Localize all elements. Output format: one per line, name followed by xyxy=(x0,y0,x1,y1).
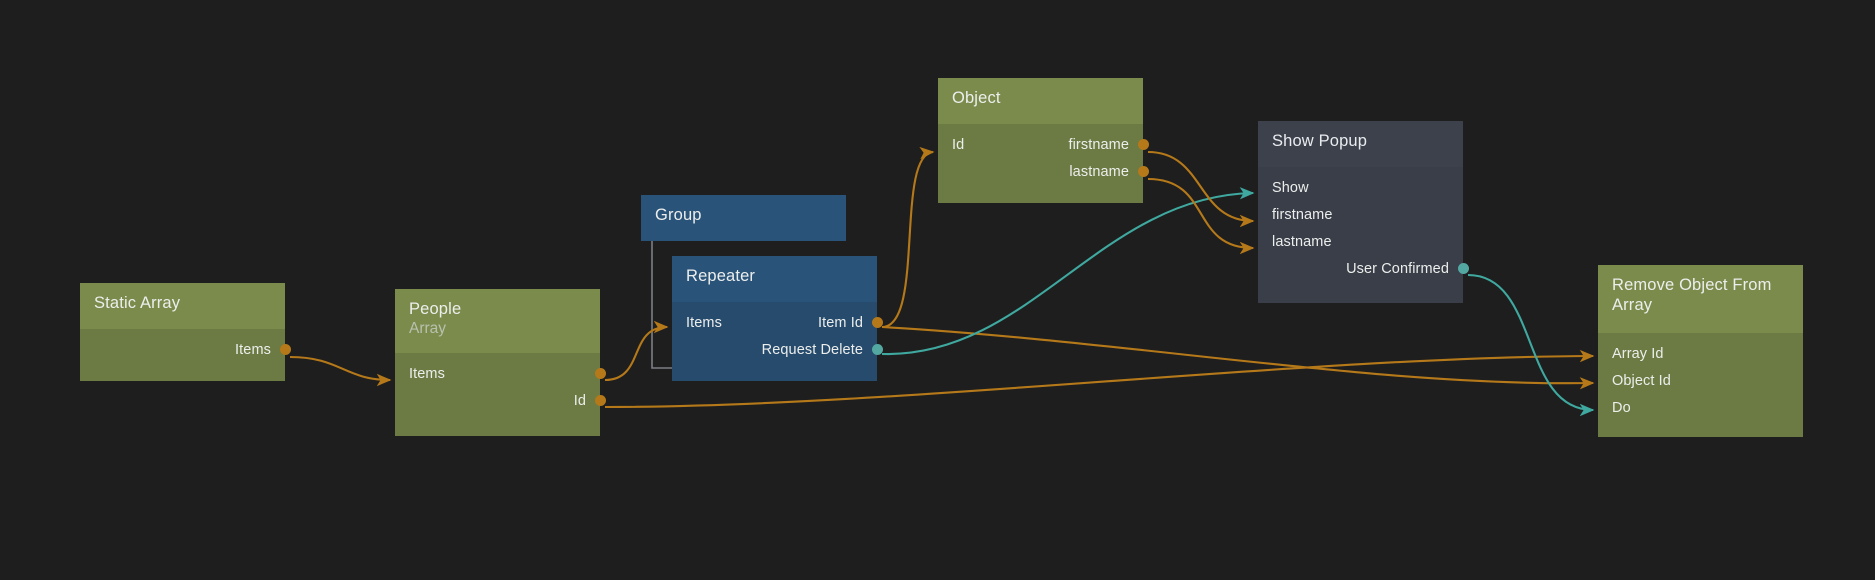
port-label-object-lastname: lastname xyxy=(1069,163,1129,180)
node-repeater-title: Repeater xyxy=(686,267,756,285)
port-label-object-id: Id xyxy=(952,136,965,153)
node-remove-object-from-array-header: Remove Object From Array xyxy=(1598,265,1803,333)
port-dot-object-firstname[interactable] xyxy=(1137,139,1149,150)
port-static-array-items[interactable]: Items xyxy=(80,336,291,363)
port-label-people-items: Items xyxy=(409,365,445,382)
node-show-popup[interactable]: Show Popup Show firstname lastname User … xyxy=(1258,121,1469,303)
edge-static-array-items-to-people-items xyxy=(289,355,392,387)
port-show-popup-firstname[interactable]: firstname xyxy=(1258,201,1463,228)
port-label-show-popup-user-confirmed: User Confirmed xyxy=(1346,260,1449,277)
port-dot-people-id[interactable] xyxy=(594,395,606,406)
node-group-header: Group xyxy=(641,195,846,241)
port-label-items: Items xyxy=(235,341,271,358)
port-remove-do[interactable]: Do xyxy=(1598,394,1803,421)
edge-people-items-to-repeater-items xyxy=(604,320,669,382)
node-static-array-title: Static Array xyxy=(94,294,181,312)
edge-object-firstname-to-showpopup-firstname xyxy=(1147,150,1255,228)
edge-object-lastname-to-showpopup-lastname xyxy=(1147,177,1255,255)
port-label-remove-array-id: Array Id xyxy=(1612,345,1664,362)
node-object-body: Id firstname lastname xyxy=(938,124,1149,203)
edge-repeater-itemid-to-remove-objectid xyxy=(881,325,1595,390)
port-show-popup-lastname[interactable]: lastname xyxy=(1258,228,1463,255)
node-object-header: Object xyxy=(938,78,1143,124)
port-label-repeater-items: Items xyxy=(686,314,722,331)
port-show-popup-user-confirmed[interactable]: User Confirmed xyxy=(1258,255,1469,282)
edge-repeater-requestdelete-to-showpopup-show xyxy=(881,187,1255,356)
edge-showpopup-userconfirmed-to-remove-do xyxy=(1467,273,1595,417)
port-label-remove-do: Do xyxy=(1612,399,1631,416)
port-dot-object-lastname[interactable] xyxy=(1137,166,1149,177)
port-label-object-firstname: firstname xyxy=(1068,136,1129,153)
port-dot-repeater-request-delete[interactable] xyxy=(871,344,883,355)
port-remove-object-id[interactable]: Object Id xyxy=(1598,367,1803,394)
node-static-array-body: Items xyxy=(80,329,291,381)
port-label-show-popup-lastname: lastname xyxy=(1272,233,1332,250)
node-show-popup-title: Show Popup xyxy=(1272,132,1368,150)
node-people[interactable]: People Array Items Id xyxy=(395,289,606,436)
port-label-repeater-request-delete: Request Delete xyxy=(761,341,863,358)
node-static-array[interactable]: Static Array Items xyxy=(80,283,291,381)
edge-repeater-itemid-to-object-id xyxy=(881,146,935,329)
node-group[interactable]: Group xyxy=(641,195,846,241)
node-object[interactable]: Object Id firstname lastname xyxy=(938,78,1149,203)
port-repeater-items-itemid[interactable]: Items Item Id xyxy=(672,309,883,336)
node-remove-object-from-array[interactable]: Remove Object From Array Array Id Object… xyxy=(1598,265,1803,437)
node-show-popup-header: Show Popup xyxy=(1258,121,1463,167)
port-label-people-id: Id xyxy=(573,392,586,409)
node-repeater[interactable]: Repeater Items Item Id Request Delete xyxy=(672,256,883,381)
node-people-body: Items Id xyxy=(395,353,606,436)
port-show-popup-show[interactable]: Show xyxy=(1258,174,1463,201)
port-object-id-firstname[interactable]: Id firstname xyxy=(938,131,1149,158)
node-static-array-header: Static Array xyxy=(80,283,285,329)
node-repeater-header: Repeater xyxy=(672,256,877,302)
port-label-show-popup-show: Show xyxy=(1272,179,1309,196)
node-remove-object-from-array-body: Array Id Object Id Do xyxy=(1598,333,1803,437)
port-dot-people-items-out[interactable] xyxy=(594,368,606,379)
port-object-lastname[interactable]: lastname xyxy=(938,158,1149,185)
node-show-popup-body: Show firstname lastname User Confirmed xyxy=(1258,167,1469,303)
group-connector xyxy=(651,241,672,369)
node-people-title: People xyxy=(409,300,462,318)
port-dot-items[interactable] xyxy=(279,344,291,355)
port-remove-array-id[interactable]: Array Id xyxy=(1598,340,1803,367)
node-people-subtitle: Array xyxy=(409,320,447,338)
port-label-remove-object-id: Object Id xyxy=(1612,372,1671,389)
node-repeater-body: Items Item Id Request Delete xyxy=(672,302,883,381)
port-label-show-popup-firstname: firstname xyxy=(1272,206,1333,223)
port-dot-repeater-itemid[interactable] xyxy=(871,317,883,328)
port-repeater-request-delete[interactable]: Request Delete xyxy=(672,336,883,363)
port-dot-show-popup-user-confirmed[interactable] xyxy=(1457,263,1469,274)
port-people-items[interactable]: Items xyxy=(395,360,606,387)
node-group-title: Group xyxy=(655,206,702,224)
node-people-header: People Array xyxy=(395,289,600,353)
port-people-id[interactable]: Id xyxy=(395,387,606,414)
node-object-title: Object xyxy=(952,89,1001,107)
port-dot-people-items[interactable] xyxy=(390,368,401,379)
node-remove-object-from-array-title: Remove Object From Array xyxy=(1612,276,1772,315)
port-label-repeater-itemid: Item Id xyxy=(817,314,863,331)
